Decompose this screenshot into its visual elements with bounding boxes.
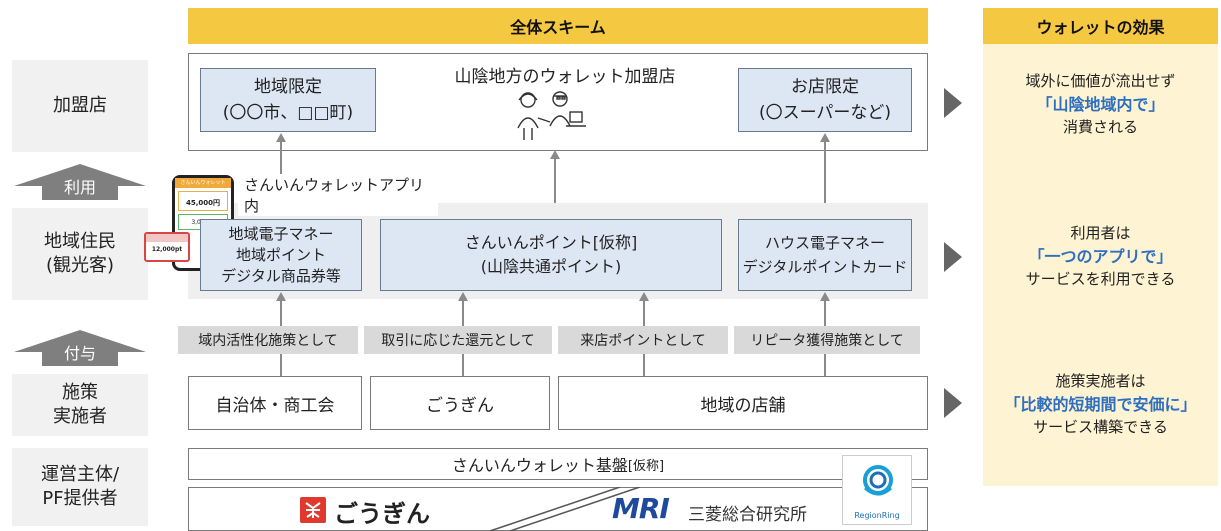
arrow-line (824, 142, 826, 220)
effect-implementers: 施策実施者は 「比較的短期間で安価に」 サービス構築できる (1004, 372, 1197, 436)
arrow-line (280, 300, 282, 326)
gogin-logo-text: ごうぎん (334, 500, 430, 528)
merchants-title: 山陰地方のウォレット加盟店 (454, 67, 676, 87)
arrow-line (280, 354, 282, 376)
arrow-head (276, 292, 286, 301)
arrow-head (639, 292, 649, 301)
effect-arrow-icon (944, 388, 962, 418)
arrow-head (820, 292, 830, 301)
effect-arrow-icon (944, 242, 962, 272)
tag-transaction-reward: 取引に応じた還元として (364, 326, 552, 354)
arrow-line (824, 300, 826, 326)
arrow-line (462, 300, 464, 326)
effect-title: ウォレットの効果 (1036, 18, 1165, 37)
arrow-line (554, 158, 556, 220)
store-limited-box: お店限定 (〇スーパーなど) (738, 68, 912, 132)
implementer-local-stores: 地域の店舗 (558, 376, 928, 430)
phone-header: さんいんウォレット (175, 178, 231, 188)
local-money-box: 地域電子マネー 地域ポイント デジタル商品券等 (200, 219, 362, 291)
row-label-implementers: 施策 実施者 (12, 374, 148, 436)
region-limited-box: 地域限定 (〇〇市、□□町) (200, 68, 376, 132)
effect-arrow-icon (944, 88, 962, 118)
gogin-logo-icon (300, 497, 326, 523)
scheme-header: 全体スキーム (188, 8, 928, 44)
app-label: さんいんウォレットアプリ内 (238, 174, 438, 216)
tag-repeater-acquisition: リピータ獲得施策として (734, 326, 920, 354)
mri-name: 三菱総合研究所 (688, 505, 807, 525)
arrow-line (643, 300, 645, 326)
implementer-gogin: ごうぎん (370, 376, 550, 430)
effect-merchants: 域外に価値が流出せず 「山陰地域内で」 消費される (1025, 72, 1176, 136)
arrow-head (458, 292, 468, 301)
arrow-line (462, 354, 464, 376)
house-money-box: ハウス電子マネー デジタルポイントカード (738, 219, 912, 291)
arrow-head (820, 133, 830, 142)
arrow-line (824, 354, 826, 376)
region-ring-text: RegionRing (854, 511, 900, 520)
arrow-line (643, 354, 645, 376)
tag-regional-activation: 域内活性化施策として (178, 326, 358, 354)
people-at-register-icon (517, 91, 586, 140)
arrow-head (276, 133, 286, 142)
grant-arrow-label: 付与 (63, 344, 96, 363)
tag-visit-point: 来店ポイントとして (558, 326, 728, 354)
row-label-residents: 地域住民 (観光客) (12, 208, 148, 300)
use-up-arrow-icon (14, 164, 146, 200)
row-label-operator: 運営主体/ PF提供者 (12, 448, 148, 526)
use-arrow-label: 利用 (63, 178, 96, 197)
grant-up-arrow-icon (14, 330, 146, 366)
effect-residents: 利用者は 「一つのアプリで」 サービスを利用できる (1025, 224, 1176, 288)
region-ring-logo-icon: RegionRing (842, 455, 912, 525)
point-card-icon: 12,000pt (144, 232, 190, 262)
row-label-merchants: 加盟店 (12, 60, 148, 152)
sanin-point-box: さんいんポイント[仮称] (山陰共通ポイント) (380, 219, 722, 291)
implementer-municipality: 自治体・商工会 (188, 376, 362, 430)
effect-header: ウォレットの効果 (983, 8, 1218, 44)
platform-base-bar: さんいんウォレット基盤 [仮称] (188, 448, 928, 480)
phone-amount1: 45,000円 (178, 191, 228, 211)
arrow-head (550, 150, 560, 159)
logo-divider (489, 487, 640, 531)
card-amount: 12,000pt (151, 246, 183, 253)
mri-logo-text: MRI (612, 492, 670, 525)
effect-panel (983, 8, 1218, 486)
scheme-title: 全体スキーム (510, 18, 606, 37)
